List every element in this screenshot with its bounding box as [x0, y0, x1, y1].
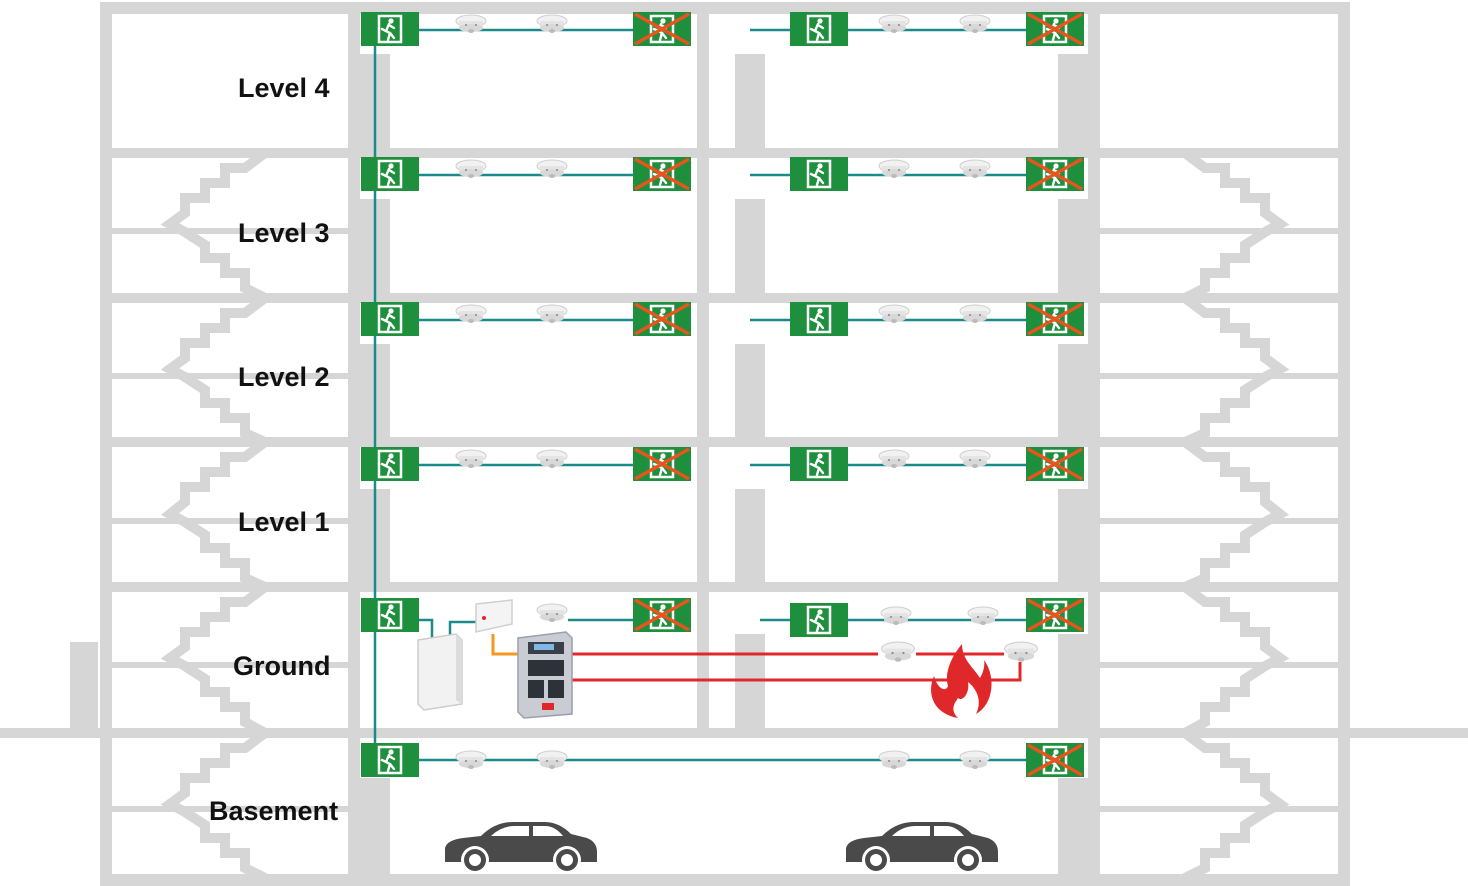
blocked-exit-icon [633, 447, 691, 481]
level-label-level3: Level 3 [238, 218, 330, 248]
running-man-exit-icon [790, 603, 848, 637]
fire-alarm-wiring [491, 634, 1022, 682]
running-man-exit-icon [361, 598, 419, 632]
blocked-exit-icon [1026, 302, 1084, 336]
car-icon [846, 822, 998, 874]
blocked-exit-icon [1026, 743, 1084, 777]
car-icon [445, 822, 597, 874]
smoke-detector-icon [959, 750, 991, 770]
smoke-detector-icon [1004, 641, 1038, 663]
smoke-detector-icon [455, 750, 487, 770]
level-label-basement: Basement [209, 796, 338, 826]
blocked-exit-icon [633, 302, 691, 336]
blocked-exit-icon [1026, 447, 1084, 481]
blocked-exit-icon [1026, 598, 1084, 632]
blocked-exit-icon [1026, 157, 1084, 191]
blocked-exit-icon [1026, 12, 1084, 46]
level-label-ground: Ground [233, 651, 330, 681]
basement-cars [445, 822, 998, 874]
running-man-exit-icon [361, 157, 419, 191]
running-man-exit-icon [790, 302, 848, 336]
running-man-exit-icon [790, 447, 848, 481]
running-man-exit-icon [361, 302, 419, 336]
junction-box [475, 599, 513, 633]
running-man-exit-icon [790, 157, 848, 191]
left-stairwell [160, 149, 268, 883]
level-label-level1: Level 1 [238, 507, 330, 537]
running-man-exit-icon [790, 12, 848, 46]
right-stairwell [1182, 149, 1290, 883]
smoke-detector-icon [881, 641, 915, 663]
battery-cabinet [417, 633, 463, 711]
level-label-level2: Level 2 [238, 362, 330, 392]
exit-signs [361, 12, 1084, 777]
running-man-exit-icon [361, 743, 419, 777]
running-man-exit-icon [361, 447, 419, 481]
fire-alarm-panel-icon [517, 631, 573, 719]
running-man-exit-icon [361, 12, 419, 46]
smoke-detector-icon [880, 606, 912, 626]
blocked-exit-icon [633, 598, 691, 632]
level-label-level4: Level 4 [238, 73, 330, 103]
smoke-detector-icon [536, 750, 568, 770]
blocked-exit-icon [633, 12, 691, 46]
smoke-detector-icon [878, 750, 910, 770]
smoke-detector-icon [536, 603, 568, 623]
flame-icon [931, 644, 992, 718]
blocked-exit-icon [633, 157, 691, 191]
smoke-detector-icon [967, 606, 999, 626]
